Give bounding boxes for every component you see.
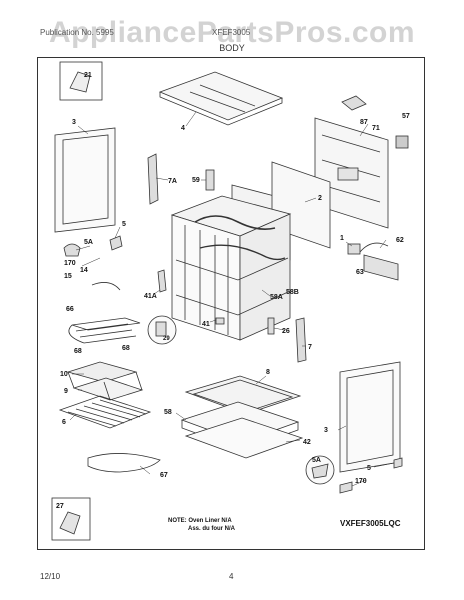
label-5A-right: 5A <box>312 457 321 464</box>
publication-number: Publication No. 5995 <box>40 28 114 37</box>
label-63: 63 <box>356 269 364 276</box>
label-170-right: 170 <box>355 478 367 485</box>
section-title: BODY <box>219 43 245 53</box>
part-41 <box>215 317 225 325</box>
model-number: VXFEF3005LQC <box>340 519 401 528</box>
part-1 <box>347 243 361 255</box>
part-5A-left <box>63 243 81 257</box>
watermark: AppliancePartsPros.com <box>48 16 416 49</box>
model-header: XFEF3005 <box>212 28 251 37</box>
label-68-right: 68 <box>122 345 130 352</box>
part-5-right <box>393 457 403 469</box>
part-57 <box>395 135 409 149</box>
body-front <box>239 213 291 341</box>
label-71: 71 <box>372 125 380 132</box>
footer-page-number: 4 <box>229 572 234 581</box>
footer-date: 12/10 <box>40 572 61 581</box>
label-4: 4 <box>181 125 185 132</box>
door-part-42 <box>184 417 304 459</box>
label-67: 67 <box>160 472 168 479</box>
label-7: 7 <box>308 344 312 351</box>
label-21: 21 <box>84 72 92 79</box>
label-57: 57 <box>402 113 410 120</box>
inset-box-21 <box>59 61 103 101</box>
label-58: 58 <box>164 409 172 416</box>
top-panel-4 <box>158 71 284 121</box>
label-66: 66 <box>66 306 74 313</box>
label-15: 15 <box>64 273 72 280</box>
label-58B: 58B <box>286 289 299 296</box>
top-panel-4-edge <box>159 92 283 126</box>
label-7A: 7A <box>168 178 177 185</box>
label-3-right: 3 <box>324 427 328 434</box>
part-7A <box>147 153 159 205</box>
wire-harness <box>194 215 276 230</box>
terminal-block-62 <box>363 254 399 281</box>
diagram-frame <box>37 57 425 550</box>
side-panel-3 <box>54 127 116 233</box>
label-3-left: 3 <box>72 119 76 126</box>
label-14: 14 <box>80 267 88 274</box>
label-41A: 41A <box>144 293 157 300</box>
label-87: 87 <box>360 119 368 126</box>
part-7 <box>295 317 307 363</box>
label-62: 62 <box>396 237 404 244</box>
label-26: 26 <box>282 328 290 335</box>
bake-element-66 <box>71 317 141 344</box>
label-5A-left: 5A <box>84 239 93 246</box>
label-170-left: 170 <box>64 260 76 267</box>
note-line-2: Ass. du four N/A <box>188 526 236 532</box>
part-87 <box>341 95 367 111</box>
label-6: 6 <box>62 419 66 426</box>
label-42: 42 <box>303 439 311 446</box>
part-21-icon <box>69 71 91 93</box>
broil-pan-9 <box>72 377 144 401</box>
part-26 <box>267 317 275 335</box>
wire-14 <box>91 282 121 291</box>
label-5-right: 5 <box>367 465 371 472</box>
label-8: 8 <box>266 369 270 376</box>
label-58A: 58A <box>270 294 283 301</box>
part-170-right <box>339 481 353 494</box>
inset-box-27 <box>51 497 91 541</box>
label-29: 29 <box>163 336 170 342</box>
label-68-left: 68 <box>74 348 82 355</box>
part-41A <box>157 269 167 293</box>
note-block: NOTE: Oven Liner N/A Ass. du four N/A <box>168 517 235 533</box>
broil-element-67 <box>87 453 161 473</box>
part-59 <box>205 169 215 191</box>
note-line-1: NOTE: Oven Liner N/A <box>168 518 232 524</box>
label-2: 2 <box>318 195 322 202</box>
label-1: 1 <box>340 235 344 242</box>
label-9: 9 <box>64 388 68 395</box>
part-27-icon <box>59 511 81 535</box>
label-41: 41 <box>202 321 210 328</box>
label-27: 27 <box>56 503 64 510</box>
label-5-left: 5 <box>122 221 126 228</box>
label-59: 59 <box>192 177 200 184</box>
oven-rack-6 <box>58 395 152 429</box>
label-10: 10 <box>60 371 68 378</box>
